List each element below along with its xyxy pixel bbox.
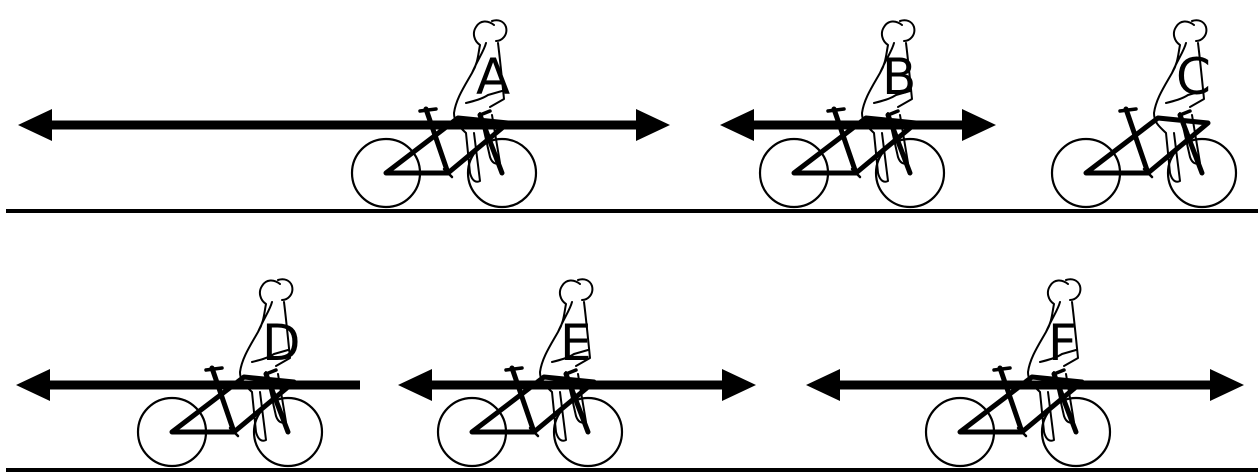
cyclist-label-a: A xyxy=(476,48,510,106)
cyclist-f: F xyxy=(806,279,1244,466)
force-arrow-e xyxy=(398,369,756,401)
cyclist-label-f: F xyxy=(1048,314,1077,372)
cyclist-label-e: E xyxy=(560,314,592,372)
force-arrow-d xyxy=(16,369,360,401)
cyclist-a: A xyxy=(18,20,670,207)
bicycle-rider-f xyxy=(926,279,1110,466)
cyclist-c: C xyxy=(1052,20,1236,207)
force-arrow-a xyxy=(18,109,670,141)
bicycle-rider-b xyxy=(760,20,944,207)
cyclist-label-b: B xyxy=(882,48,916,106)
cyclist-b: B xyxy=(720,20,996,207)
cyclist-e: E xyxy=(398,279,756,466)
cyclist-label-d: D xyxy=(262,314,301,372)
cyclist-label-c: C xyxy=(1176,48,1211,106)
cyclist-d: D xyxy=(16,279,360,466)
bicycle-rider-e xyxy=(438,279,622,466)
bicycle-rider-d xyxy=(138,279,322,466)
